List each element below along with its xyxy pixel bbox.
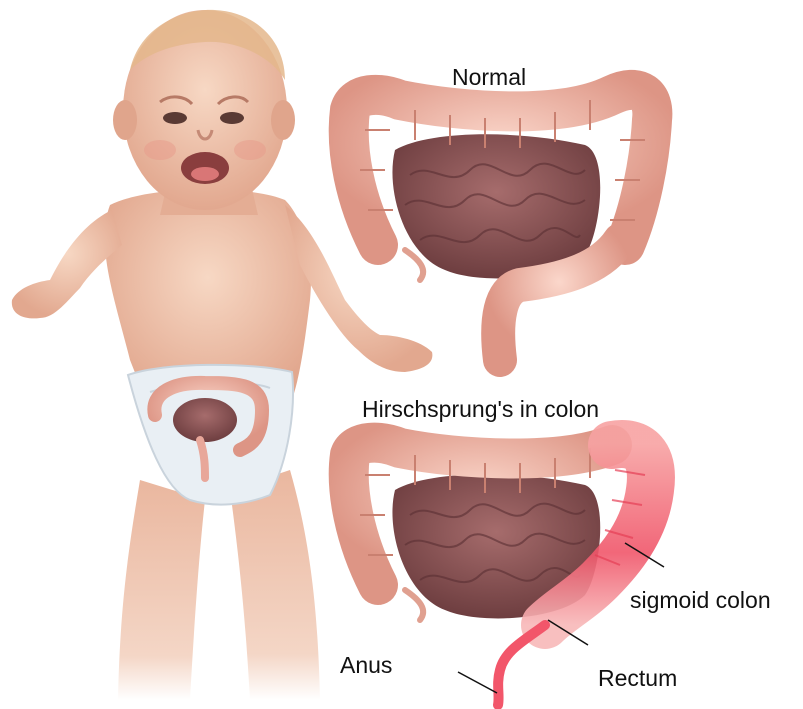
label-sigmoid-colon: sigmoid colon (630, 589, 771, 612)
normal-colon-diagram (349, 90, 653, 360)
label-hirschsprung: Hirschsprung's in colon (362, 398, 599, 421)
label-normal: Normal (452, 66, 526, 89)
label-rectum: Rectum (598, 667, 677, 690)
label-anus: Anus (340, 654, 392, 677)
